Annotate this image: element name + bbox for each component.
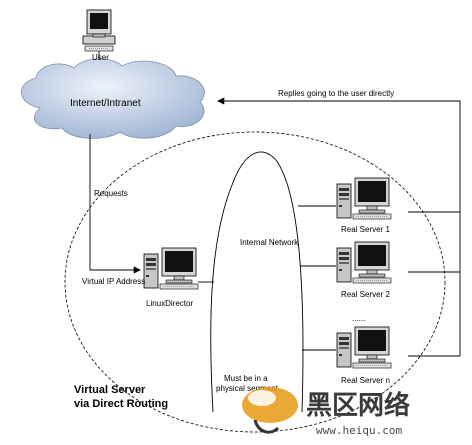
director-label: LinuxDirector [146,299,193,308]
real-server-2-icon [336,241,392,284]
real-server-2-label: Real Server 2 [341,290,390,299]
cloud-label: Internet/Intranet [70,98,141,109]
watermark-logo [242,387,298,434]
title-line-1: Virtual Server [74,384,146,396]
segment-note-line-1: Must be in a [224,374,268,383]
requests-label: Requests [94,189,128,198]
director-computer-icon [143,247,199,290]
title-line-2: via Direct Routing [74,398,168,410]
virtual-ip-label: Virtual IP Address [82,277,145,286]
lan-boundary [64,131,446,433]
real-server-1-label: Real Server 1 [341,225,390,234]
real-server-n-label: Real Server n [341,376,390,385]
user-computer-icon [82,9,116,52]
watermark-url: www.heiqu.com [316,424,402,437]
requests-arrow [89,134,141,274]
user-label: User [92,53,109,62]
real-server-n-icon [336,326,392,369]
internet-cloud [20,58,205,139]
real-server-1-icon [336,177,392,220]
replies-label: Replies going to the user directly [278,89,394,98]
internal-network-segment [210,151,304,413]
segment-note-line-2: physical segment [216,384,279,393]
internal-network-label: Internal Network [240,238,299,247]
watermark-text: 黑区网络 [306,390,410,421]
replies-arrow [217,97,461,213]
ellipsis-label: ...... [352,314,365,323]
